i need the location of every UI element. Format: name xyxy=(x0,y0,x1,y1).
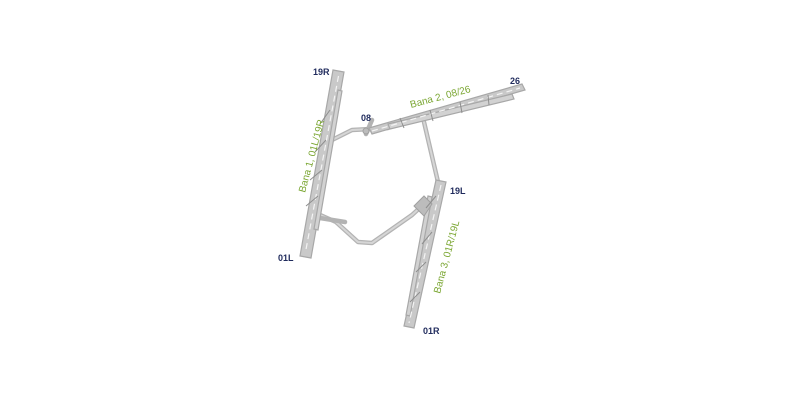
runway-end-08-label: 08 xyxy=(361,113,371,123)
taxiway-link-west xyxy=(317,215,348,225)
runway-01l-19r-exits xyxy=(305,109,331,207)
runway-01r-19l-parallel-taxiway xyxy=(405,195,433,317)
runway-01l-19r xyxy=(299,69,345,259)
runway-01r-19l-apron xyxy=(413,195,433,217)
runway-01r-19l-exits xyxy=(409,195,437,303)
runway-08-26-exits xyxy=(399,94,490,129)
runway-08-26 xyxy=(362,83,526,135)
taxiway-network xyxy=(315,117,441,246)
taxiway-connector-south xyxy=(315,201,427,246)
runway-end-19r-label: 19R xyxy=(313,67,330,77)
runway-01l-19r-parallel-taxiway xyxy=(313,89,343,231)
runway-08-threshold-marker xyxy=(362,127,370,135)
runway-end-01l-label: 01L xyxy=(278,253,294,263)
runway-end-01r-label: 01R xyxy=(423,326,440,336)
runway-end-19l-label: 19L xyxy=(450,186,466,196)
runway-end-26-label: 26 xyxy=(510,76,520,86)
runway-01r-19l xyxy=(403,179,447,329)
runway-3-name-label: Bana 3, 01R/19L xyxy=(432,219,462,295)
runway-08-26-parallel-taxiway xyxy=(387,93,515,130)
